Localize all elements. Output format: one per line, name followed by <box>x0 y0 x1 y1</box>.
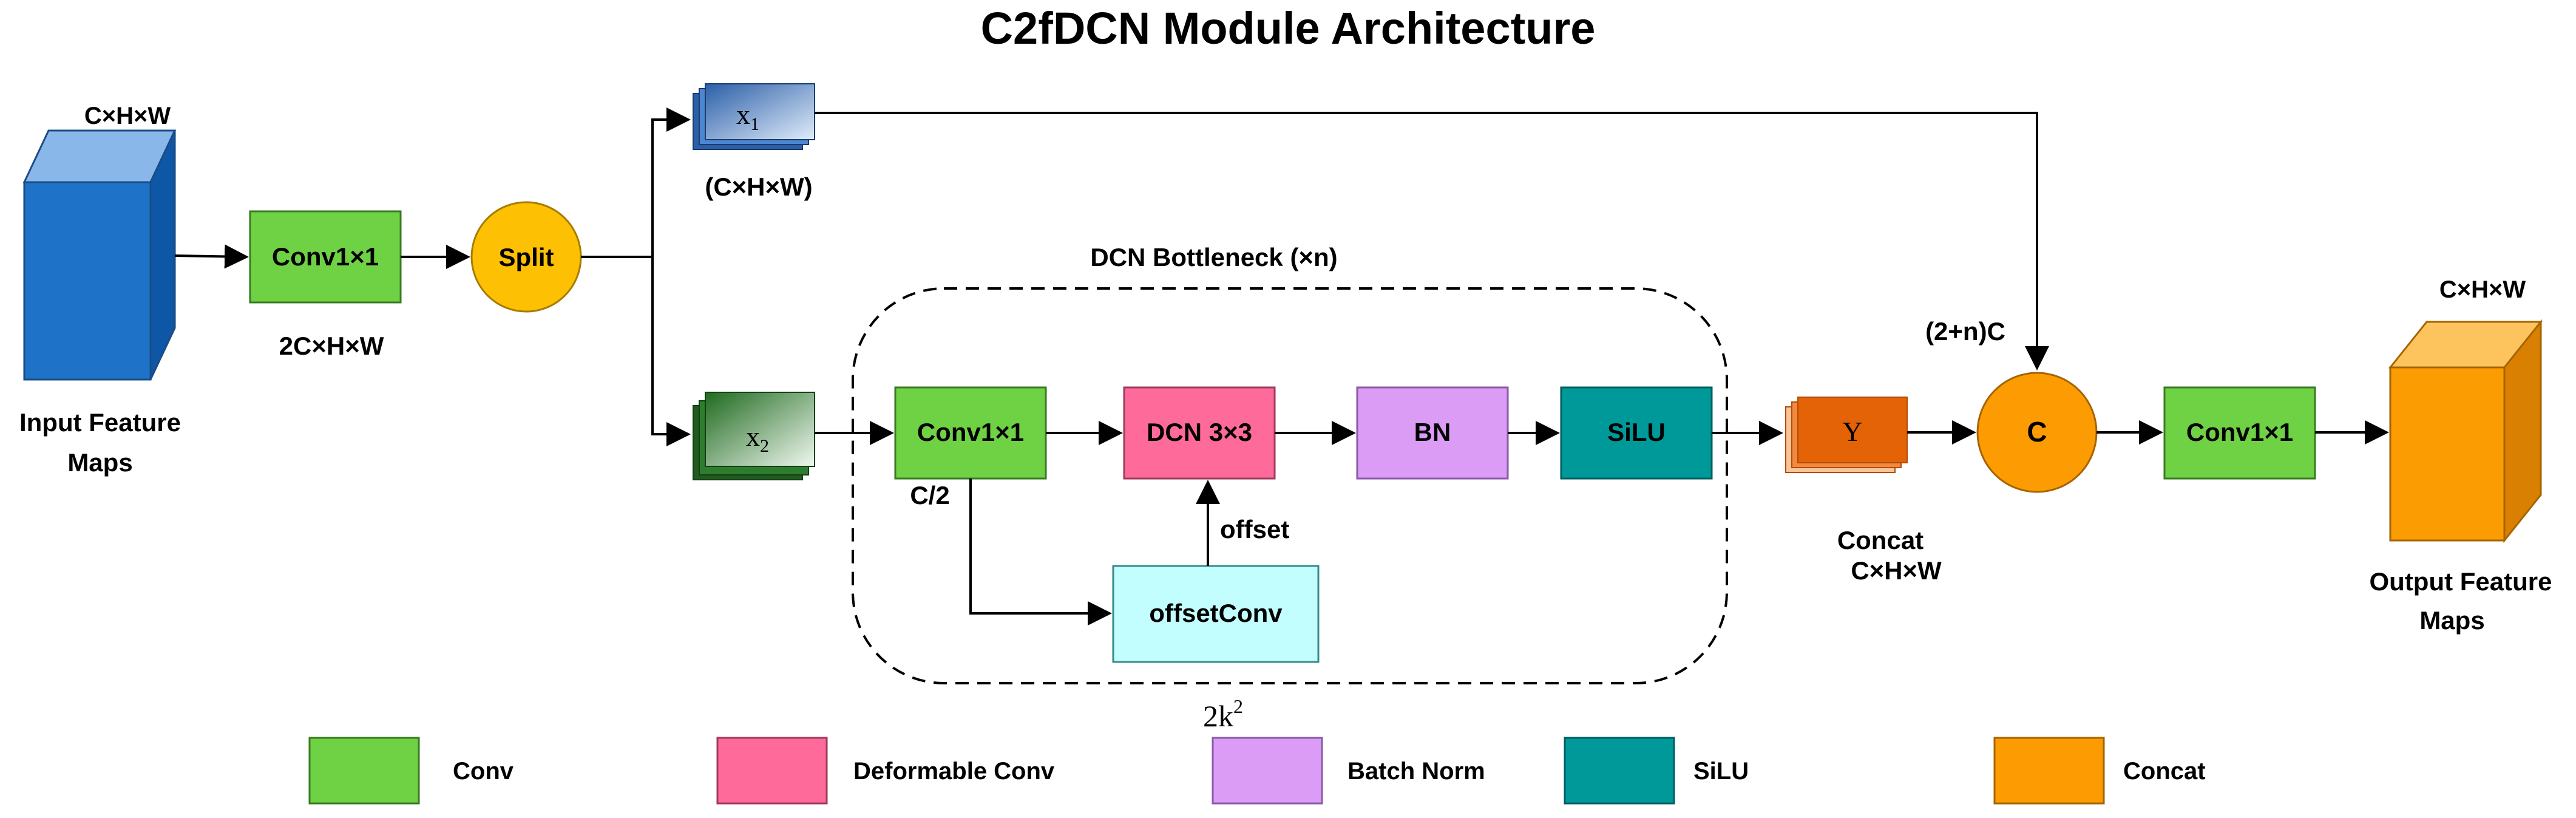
legend-item-conv: Conv <box>308 737 514 805</box>
bottleneck-conv-block <box>894 386 1047 480</box>
legend-swatch-deformable-conv <box>716 737 828 805</box>
arrow-conv-to-offset-conv <box>969 479 1112 625</box>
x1-dims: (C×H×W) <box>705 172 812 201</box>
legend-label-deformable-conv: Deformable Conv <box>853 758 1055 785</box>
offset-label: offset <box>1220 515 1289 544</box>
arrow-x1-to-concat <box>815 112 2049 370</box>
split-label: Split <box>499 243 554 271</box>
input-label-line1: Input Feature <box>19 408 181 437</box>
conv-out-block <box>2163 386 2316 480</box>
conv-in-label: Conv1×1 <box>272 242 379 271</box>
legend-label-silu: SiLU <box>1693 758 1749 785</box>
output-label-line1: Output Feature <box>2370 567 2552 596</box>
silu-label: SiLU <box>1607 418 1666 446</box>
x2-label: x2 <box>746 421 769 456</box>
concat-label: C <box>2027 416 2047 448</box>
input-dims: C×H×W <box>84 103 171 129</box>
bottleneck-title: DCN Bottleneck (×n) <box>1090 243 1337 271</box>
conv-in-dims: 2C×H×W <box>279 332 384 360</box>
offset-conv-label: offsetConv <box>1149 599 1283 627</box>
dcn-label: DCN 3×3 <box>1147 418 1252 446</box>
legend-label-conv: Conv <box>453 758 514 785</box>
output-dims: C×H×W <box>2439 276 2526 303</box>
input-feature-cube <box>22 129 177 381</box>
diagram-title: C2fDCN Module Architecture <box>981 3 1596 53</box>
y-label: Y <box>1842 416 1862 447</box>
arrow-split-to-x1 <box>651 107 691 257</box>
x1-label: x1 <box>736 99 759 134</box>
arrow-input-to-conv <box>174 244 249 269</box>
kernel-label: 2k2 <box>1203 695 1243 733</box>
arrow-split-to-x2 <box>651 257 691 446</box>
offset-conv-block <box>1112 565 1320 663</box>
x2-block <box>693 392 815 480</box>
legend-swatch-batch-norm <box>1212 737 1323 805</box>
legend-label-concat: Concat <box>2123 758 2206 785</box>
connections <box>174 107 2389 625</box>
y-caption-line1: Concat <box>1837 526 1924 554</box>
bottleneck-conv-label: Conv1×1 <box>917 418 1024 446</box>
legend-swatch-silu <box>1564 737 1675 805</box>
legend-item-silu: SiLU <box>1564 737 1749 805</box>
bn-label: BN <box>1414 418 1451 446</box>
legend-swatch-concat <box>1993 737 2105 805</box>
bottleneck-conv-dims: C/2 <box>910 481 949 510</box>
dcn-block <box>1123 386 1276 480</box>
output-label-line2: Maps <box>2419 606 2484 635</box>
y-caption-line2: C×H×W <box>1851 556 1942 585</box>
legend-item-concat: Concat <box>1993 737 2206 805</box>
legend-item-batch-norm: Batch Norm <box>1212 737 1485 805</box>
output-feature-cube <box>2388 319 2543 544</box>
x1-block <box>693 83 815 150</box>
legend-label-batch-norm: Batch Norm <box>1347 758 1485 785</box>
conv-out-label: Conv1×1 <box>2186 418 2293 446</box>
y-block <box>1785 397 1908 473</box>
concat-dims: (2+n)C <box>1925 317 2005 346</box>
input-label-line2: Maps <box>67 448 132 477</box>
legend-swatch-conv <box>308 737 420 805</box>
legend-item-deformable-conv: Deformable Conv <box>716 737 1055 805</box>
bn-block <box>1356 386 1509 480</box>
bottleneck-frame <box>852 287 1728 684</box>
conv-in-block <box>249 210 402 304</box>
legend: Conv Deformable Conv Batch Norm SiLU Con… <box>308 737 2206 805</box>
